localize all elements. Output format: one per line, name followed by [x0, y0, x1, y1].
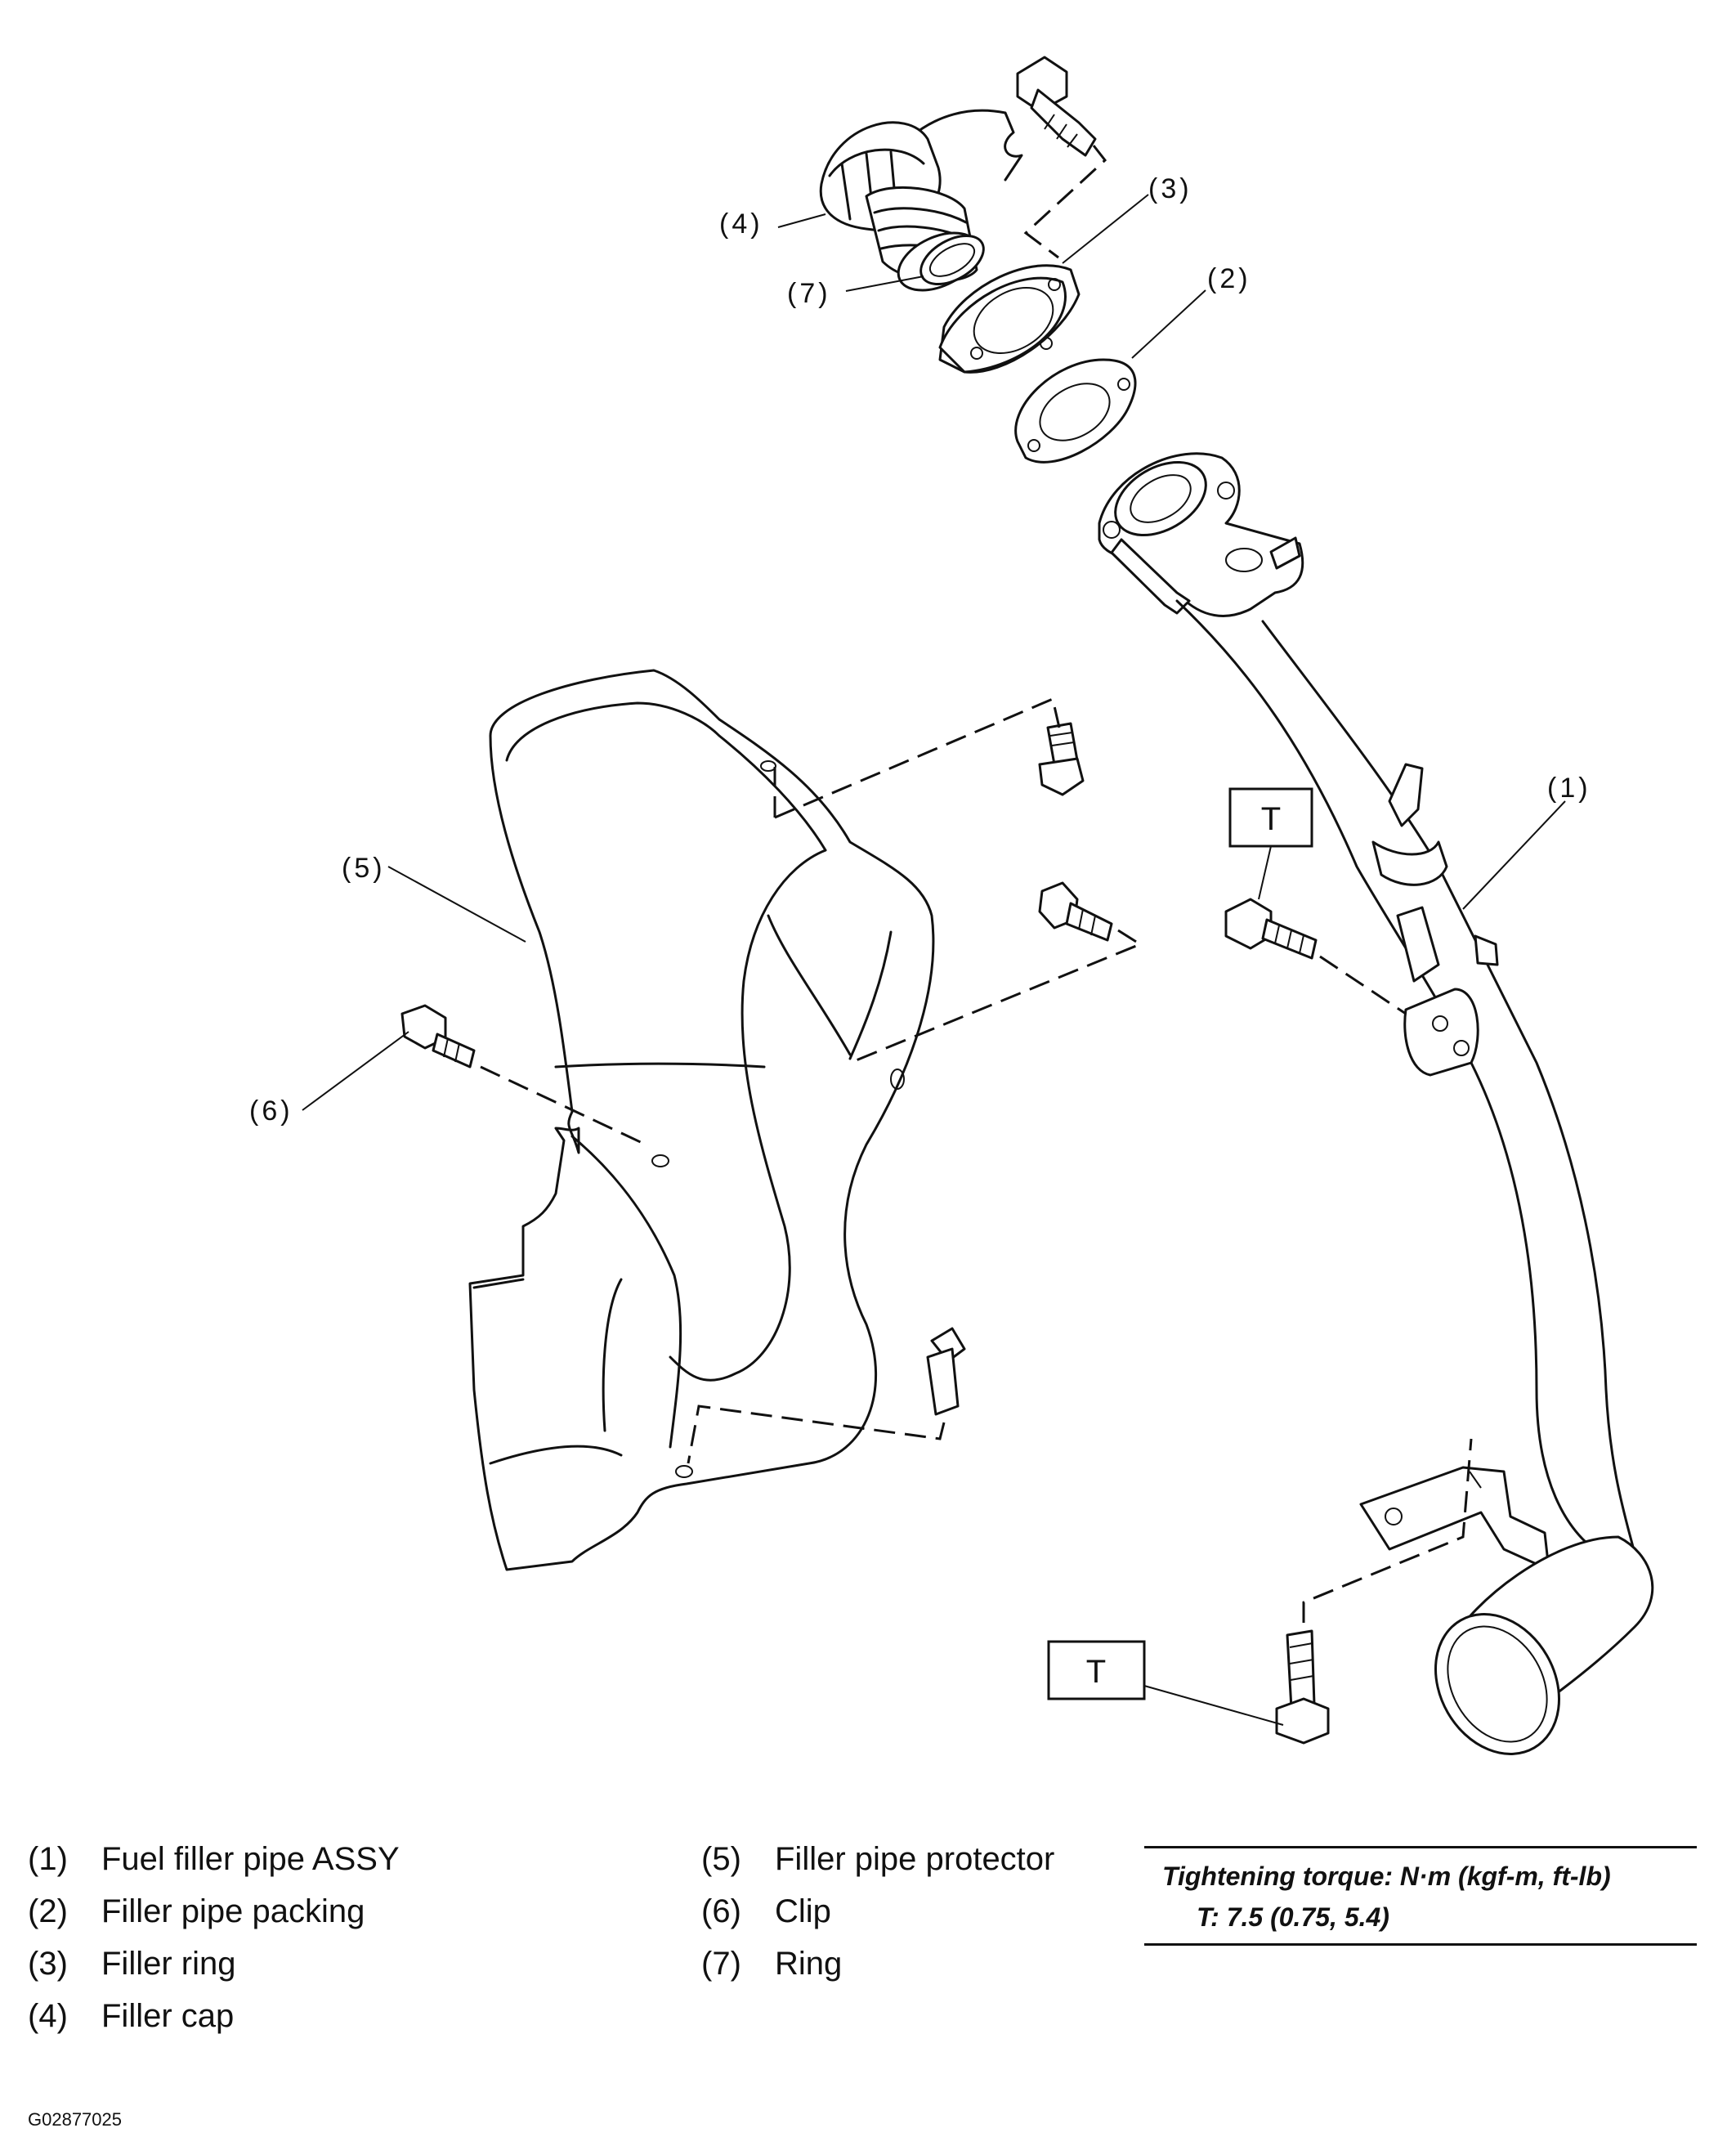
legend-label: Filler pipe protector — [775, 1841, 1055, 1877]
legend-item-5: (5) Filler pipe protector — [701, 1843, 1054, 1875]
clip — [400, 1004, 647, 1146]
legend-number: (7) — [701, 1946, 741, 1982]
legend-label: Filler cap — [101, 1998, 235, 2034]
legend-item-4: (4) Filler cap — [28, 2000, 234, 2032]
callout-3: (3) — [1148, 173, 1192, 204]
protector-bolt-top — [773, 697, 1085, 819]
protector-bolt-middle — [849, 881, 1143, 1064]
filler-ring — [938, 264, 1081, 374]
protector-bolt-bottom — [687, 1327, 966, 1464]
legend-label: Fuel filler pipe ASSY — [101, 1841, 400, 1877]
legend-label: Clip — [775, 1893, 831, 1929]
torque-mark-upper: T — [1261, 801, 1281, 837]
legend-item-7: (7) Ring — [701, 1947, 842, 1980]
torque-mark-lower: T — [1086, 1654, 1106, 1690]
filler-pipe-packing — [1014, 358, 1137, 464]
pipe-bracket-bolt — [1224, 898, 1407, 1015]
legend-item-6: (6) Clip — [701, 1895, 831, 1928]
legend-label: Ring — [775, 1946, 843, 1982]
fuel-filler-pipe — [1098, 452, 1654, 1755]
callout-1: (1) — [1547, 773, 1591, 804]
callout-5: (5) — [342, 853, 386, 884]
torque-mark-box-lower — [1047, 1640, 1146, 1700]
legend-number: (1) — [28, 1841, 68, 1877]
legend-item-2: (2) Filler pipe packing — [28, 1895, 365, 1928]
legend-number: (6) — [701, 1893, 741, 1929]
callout-7: (7) — [787, 278, 831, 309]
exploded-parts-diagram: T T (4) (7) (3) (2) (1) (5) (6) — [249, 56, 1654, 1755]
legend-item-1: (1) Fuel filler pipe ASSY — [28, 1843, 400, 1875]
filler-pipe-protector — [468, 669, 935, 1571]
torque-value: T: 7.5 (0.75, 5.4) — [1197, 1902, 1389, 1932]
legend-number: (5) — [701, 1841, 741, 1877]
legend-label: Filler ring — [101, 1946, 236, 1982]
figure-code: G02877025 — [28, 2109, 122, 2130]
torque-title: Tightening torque: N·m (kgf-m, ft-lb) — [1162, 1862, 1611, 1891]
legend-number: (2) — [28, 1893, 68, 1929]
callout-4: (4) — [719, 208, 763, 240]
lower-bracket-bolt — [1275, 1438, 1473, 1745]
callout-6: (6) — [249, 1095, 293, 1127]
torque-specification: Tightening torque: N·m (kgf-m, ft-lb) T:… — [1144, 1846, 1697, 1946]
callout-2: (2) — [1207, 263, 1251, 294]
torque-mark-box-upper — [1228, 787, 1313, 848]
legend-number: (4) — [28, 1998, 68, 2034]
filler-ring-bolt — [1016, 56, 1107, 259]
leader-lines — [302, 194, 1566, 1726]
legend-number: (3) — [28, 1946, 68, 1982]
legend-label: Filler pipe packing — [101, 1893, 365, 1929]
legend-item-3: (3) Filler ring — [28, 1947, 235, 1980]
